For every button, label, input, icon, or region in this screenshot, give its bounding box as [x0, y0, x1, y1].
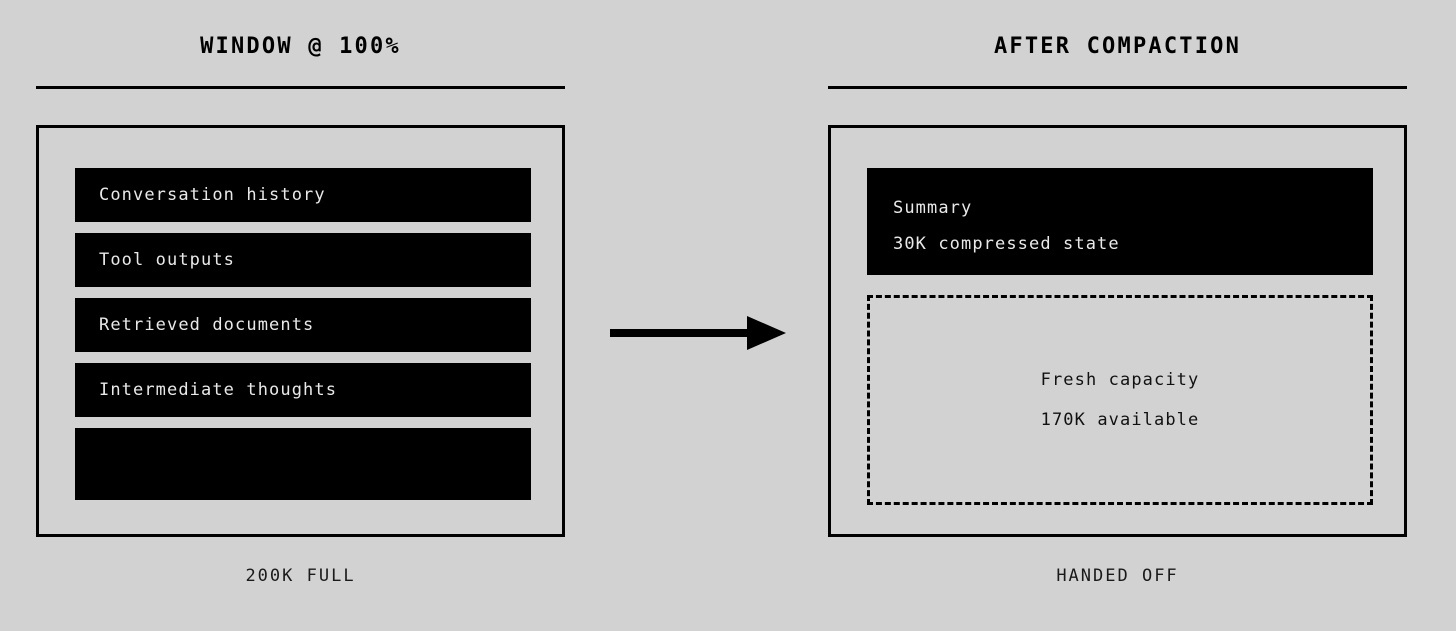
summary-detail: 30K compressed state [893, 234, 1120, 254]
fresh-capacity-block: Fresh capacity 170K available [867, 295, 1373, 505]
context-bar-label: Retrieved documents [99, 315, 315, 335]
compacted-window-panel: Summary 30K compressed state Fresh capac… [828, 125, 1407, 537]
context-bar-label: Conversation history [99, 185, 326, 205]
left-title-divider [36, 86, 565, 89]
context-window-panel: Conversation history Tool outputs Retrie… [36, 125, 565, 537]
capacity-heading: Fresh capacity [1040, 370, 1200, 390]
left-column-title: WINDOW @ 100% [200, 34, 401, 59]
context-bar-unlabeled [75, 428, 531, 500]
context-bar-label: Intermediate thoughts [99, 380, 338, 400]
context-bar-intermediate-thoughts: Intermediate thoughts [75, 363, 531, 417]
right-panel-caption: HANDED OFF [1056, 566, 1179, 586]
summary-block: Summary 30K compressed state [867, 168, 1373, 275]
right-title-divider [828, 86, 1407, 89]
arrow-right-icon [610, 316, 786, 350]
left-panel-caption: 200K FULL [245, 566, 356, 586]
right-column-title: AFTER COMPACTION [993, 34, 1242, 59]
context-bar-tool-outputs: Tool outputs [75, 233, 531, 287]
summary-heading: Summary [893, 198, 973, 218]
context-bar-retrieved-documents: Retrieved documents [75, 298, 531, 352]
context-bar-label: Tool outputs [99, 250, 236, 270]
capacity-detail: 170K available [1040, 410, 1200, 430]
context-bar-conversation-history: Conversation history [75, 168, 531, 222]
